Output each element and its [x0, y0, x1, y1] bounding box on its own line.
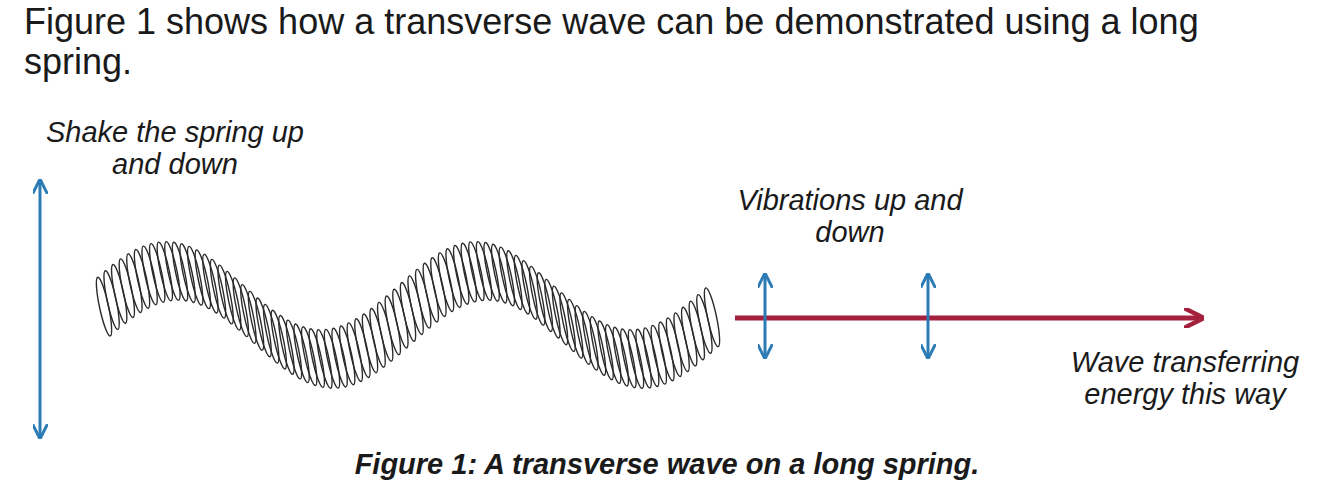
figure-caption: Figure 1: A transverse wave on a long sp…	[0, 448, 1334, 480]
spring-coil	[93, 241, 722, 390]
shake-label: Shake the spring up and down	[40, 116, 310, 181]
coil-winding	[701, 287, 722, 348]
energy-label: Wave transferring energy this way	[1040, 346, 1330, 411]
figure-intro: Figure 1 shows how a transverse wave can…	[24, 2, 1274, 83]
vibration-arrow	[764, 276, 767, 356]
shake-arrow	[39, 182, 42, 436]
energy-arrow	[735, 316, 1200, 321]
vibration-label: Vibrations up and down	[730, 184, 970, 249]
vibration-arrow	[927, 276, 930, 356]
